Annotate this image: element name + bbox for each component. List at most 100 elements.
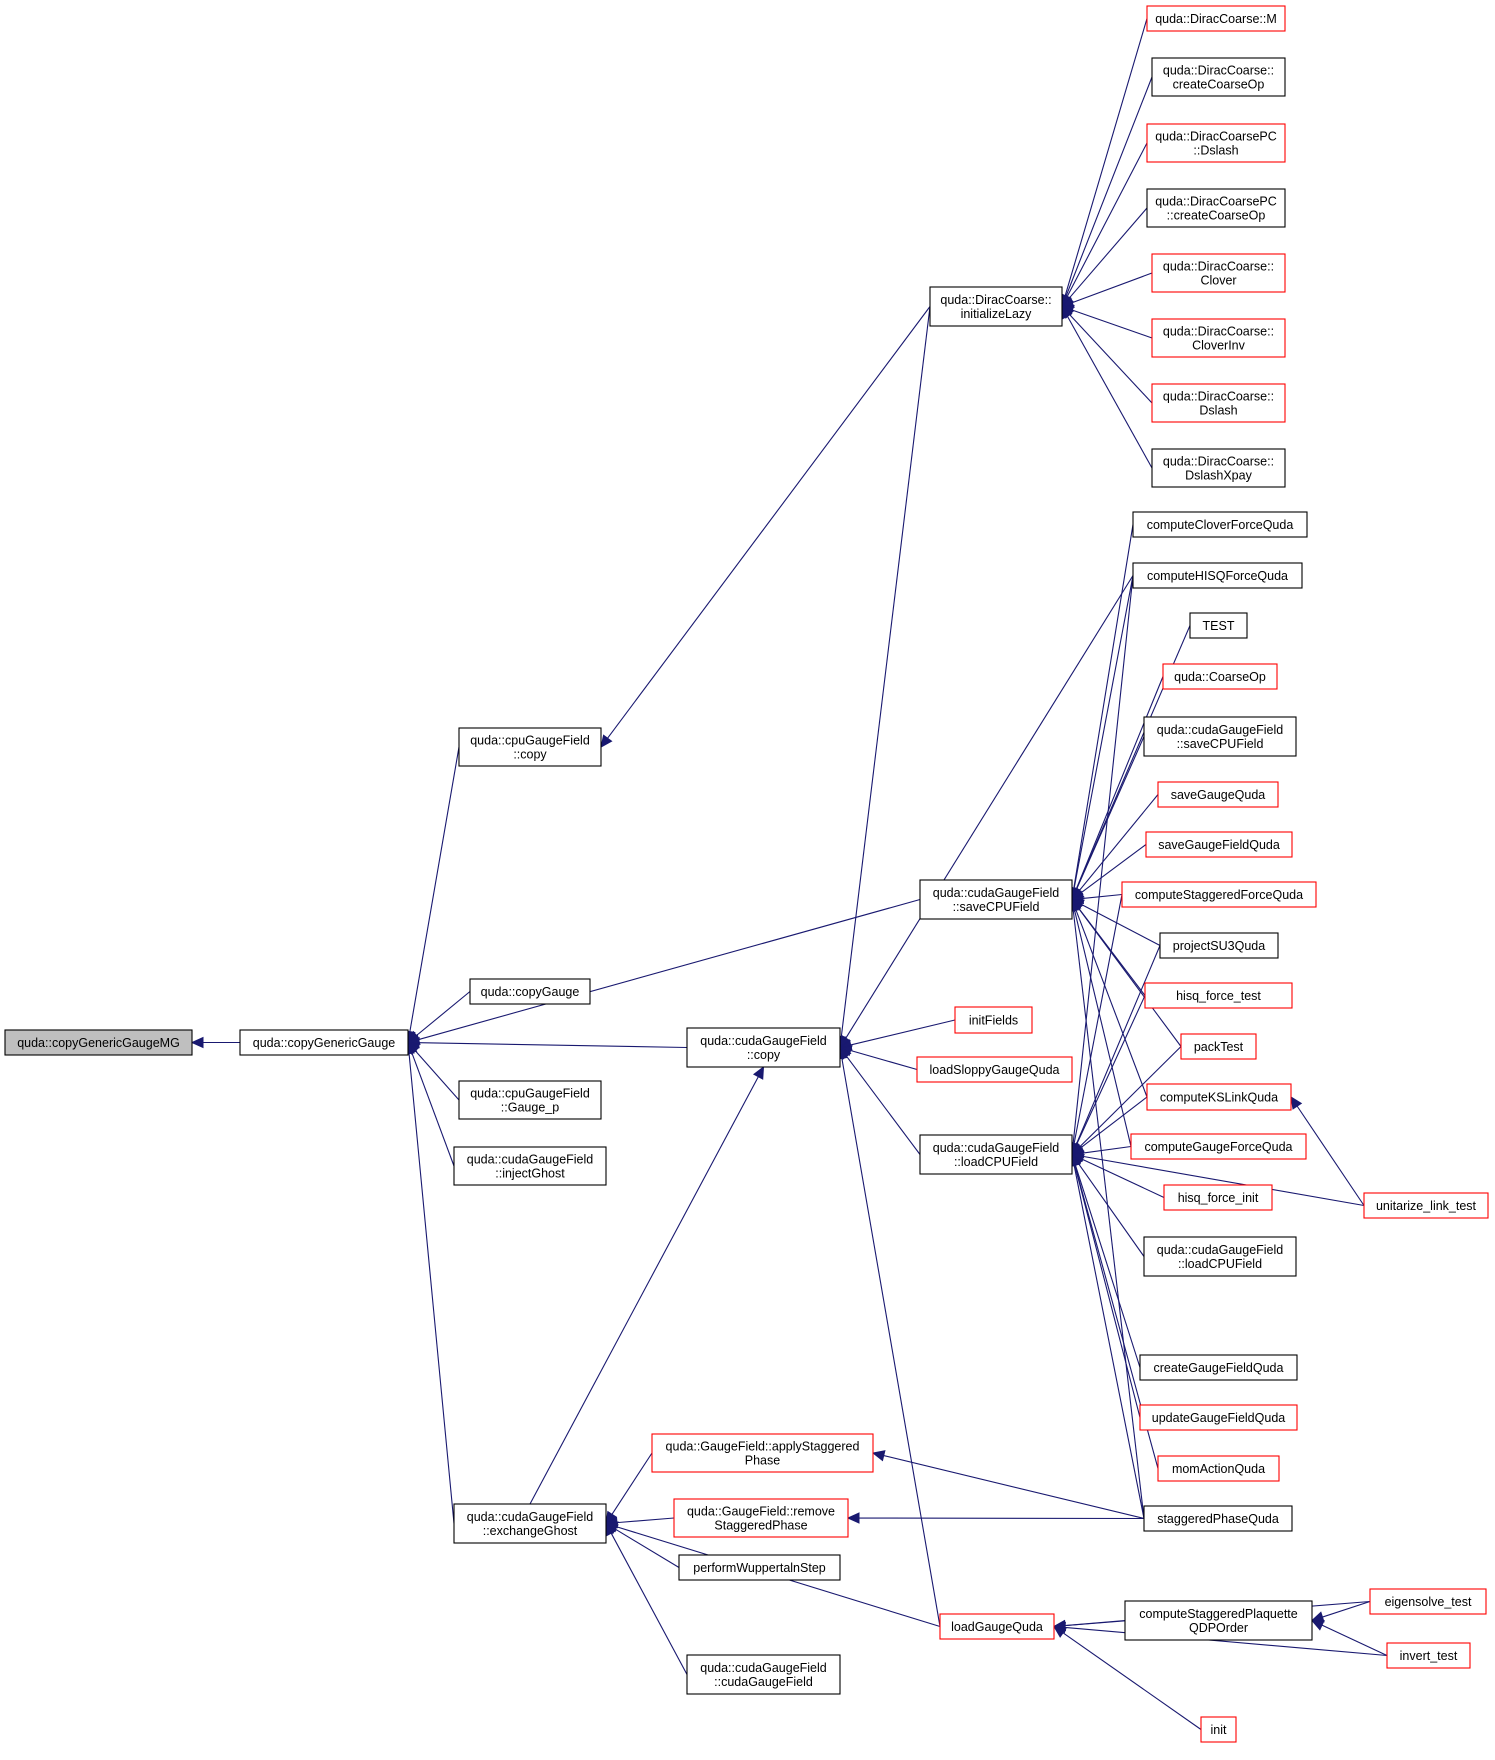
node-dcM[interactable]: quda::DiracCoarse::M (1146, 5, 1286, 32)
node-wuppertal[interactable]: performWuppertalnStep (678, 1554, 841, 1581)
node-dcDslash[interactable]: quda::DiracCoarse::Dslash (1151, 383, 1286, 423)
node-label: initializeLazy (961, 307, 1033, 321)
node-copyGenericGauge[interactable]: quda::copyGenericGauge (239, 1029, 409, 1056)
node-injectGhost[interactable]: quda::cudaGaugeField::injectGhost (453, 1146, 607, 1186)
node-TEST[interactable]: TEST (1189, 612, 1248, 639)
node-computeStagForce[interactable]: computeStaggeredForceQuda (1121, 881, 1317, 908)
node-hisqForceInit[interactable]: hisq_force_init (1163, 1184, 1273, 1211)
arrowhead-saveCPU-to-copyGenericGauge (406, 1033, 421, 1045)
node-label: ::saveCPUField (953, 900, 1040, 914)
node-label: invert_test (1400, 1649, 1458, 1663)
node-dcpcCreate[interactable]: quda::DiracCoarsePC::createCoarseOp (1146, 188, 1286, 228)
node-label: ::injectGhost (495, 1167, 565, 1181)
node-label: momActionQuda (1172, 1462, 1265, 1476)
node-unitarize[interactable]: unitarize_link_test (1363, 1192, 1489, 1219)
node-box (1145, 831, 1293, 858)
node-label: projectSU3Quda (1173, 939, 1265, 953)
node-box (1157, 781, 1279, 808)
node-dcCreate[interactable]: quda::DiracCoarse::createCoarseOp (1151, 57, 1286, 97)
edge-computeKS-to-saveCPU (1075, 909, 1148, 1098)
node-box (453, 1503, 607, 1544)
node-box (1130, 1133, 1307, 1160)
node-loadSloppy[interactable]: loadSloppyGaugeQuda (916, 1056, 1073, 1083)
edge-dcM-to-initLazy (1064, 18, 1148, 297)
node-box (239, 1029, 409, 1056)
node-updateGF[interactable]: updateGaugeFieldQuda (1139, 1404, 1298, 1431)
arrowhead-stagPhase-to-removeStag (846, 1512, 860, 1524)
node-dcpcDslash[interactable]: quda::DiracCoarsePC::Dslash (1146, 123, 1286, 163)
node-box (939, 1613, 1055, 1640)
node-box (1124, 1600, 1313, 1641)
node-box (453, 1146, 607, 1186)
node-label: Clover (1200, 274, 1236, 288)
node-cpuCopy[interactable]: quda::cpuGaugeField::copy (458, 727, 602, 767)
node-label: quda::copyGenericGaugeMG (17, 1036, 180, 1050)
node-label: quda::cudaGaugeField (700, 1034, 827, 1048)
node-eigensolve[interactable]: eigensolve_test (1369, 1588, 1487, 1615)
node-saveCPU2[interactable]: quda::cudaGaugeField::saveCPUField (1143, 716, 1297, 757)
node-box (1139, 1354, 1298, 1381)
node-computeHISQ[interactable]: computeHISQForceQuda (1132, 562, 1303, 589)
node-loadCPU2[interactable]: quda::cudaGaugeField::loadCPUField (1143, 1236, 1297, 1277)
node-createGF[interactable]: createGaugeFieldQuda (1139, 1354, 1298, 1381)
edge-dcCloverInv-to-initLazy (1072, 309, 1153, 339)
node-stagPhase[interactable]: staggeredPhaseQuda (1143, 1505, 1293, 1532)
edge-invertTest-to-loadGauge (1064, 1626, 1388, 1657)
node-computeGaugeForce[interactable]: computeGaugeForceQuda (1130, 1133, 1307, 1160)
node-packTest[interactable]: packTest (1180, 1033, 1257, 1060)
node-saveGauge[interactable]: saveGaugeQuda (1157, 781, 1279, 808)
node-computeClover[interactable]: computeCloverForceQuda (1132, 511, 1308, 538)
node-label: performWuppertalnStep (693, 1561, 826, 1575)
node-loadCPU[interactable]: quda::cudaGaugeField::loadCPUField (919, 1134, 1073, 1175)
node-label: quda::CoarseOp (1174, 670, 1266, 684)
edge-copyGauge-to-copyGenericGauge (416, 991, 471, 1036)
node-label: initFields (969, 1014, 1018, 1028)
node-initFields[interactable]: initFields (954, 1006, 1033, 1034)
node-label: ::copy (513, 748, 547, 762)
node-saveCPU[interactable]: quda::cudaGaugeField::saveCPUField (919, 879, 1073, 920)
node-box (1143, 1505, 1293, 1532)
node-label: hisq_force_init (1178, 1191, 1259, 1205)
node-label: createCoarseOp (1173, 78, 1265, 92)
node-label: QDPOrder (1189, 1621, 1248, 1635)
node-exchangeGhost[interactable]: quda::cudaGaugeField::exchangeGhost (453, 1503, 607, 1544)
node-dcClover[interactable]: quda::DiracCoarse::Clover (1151, 253, 1286, 293)
node-label: quda::cudaGaugeField (933, 886, 1060, 900)
node-cudaCopy[interactable]: quda::cudaGaugeField::copy (686, 1027, 841, 1068)
node-computeKS[interactable]: computeKSLinkQuda (1146, 1083, 1292, 1111)
node-box (1146, 5, 1286, 32)
edge-injectGhost-to-copyGenericGauge (411, 1052, 455, 1167)
node-coarseOp[interactable]: quda::CoarseOp (1162, 663, 1278, 690)
node-invertTest[interactable]: invert_test (1386, 1642, 1471, 1669)
node-projectSU3[interactable]: projectSU3Quda (1159, 932, 1279, 959)
edge-saveCPU2-to-saveCPU (1075, 736, 1145, 890)
node-hisqForceTest[interactable]: hisq_force_test (1144, 982, 1293, 1009)
node-label: saveGaugeQuda (1171, 788, 1266, 802)
node-box (1363, 1192, 1489, 1219)
node-momAction[interactable]: momActionQuda (1157, 1455, 1280, 1482)
node-loadGauge[interactable]: loadGaugeQuda (939, 1613, 1055, 1640)
node-box (1132, 511, 1308, 538)
node-dcDslashXpay[interactable]: quda::DiracCoarse::DslashXpay (1151, 448, 1286, 488)
node-box (1189, 612, 1248, 639)
node-box (1151, 253, 1286, 293)
node-gaugeP[interactable]: quda::cpuGaugeField::Gauge_p (458, 1080, 602, 1120)
edge-projectSU3-to-saveCPU (1081, 904, 1161, 946)
node-box (1143, 716, 1297, 757)
node-cudaCtor[interactable]: quda::cudaGaugeField::cudaGaugeField (686, 1654, 841, 1695)
edge-gaugeP-to-copyGenericGauge (414, 1050, 460, 1101)
node-label: ::loadCPUField (1178, 1257, 1262, 1271)
node-init[interactable]: init (1200, 1716, 1237, 1743)
edge-createGF-to-loadCPU (1074, 1164, 1141, 1368)
edge-computeClover-to-saveCPU (1073, 524, 1134, 889)
edge-projectSU3-to-loadCPU (1075, 945, 1161, 1145)
node-copyGauge[interactable]: quda::copyGauge (469, 978, 591, 1005)
node-dcCloverInv[interactable]: quda::DiracCoarse::CloverInv (1151, 318, 1286, 358)
node-initLazy[interactable]: quda::DiracCoarse::initializeLazy (929, 286, 1063, 327)
node-label: StaggeredPhase (714, 1519, 807, 1533)
node-saveGaugeField[interactable]: saveGaugeFieldQuda (1145, 831, 1293, 858)
